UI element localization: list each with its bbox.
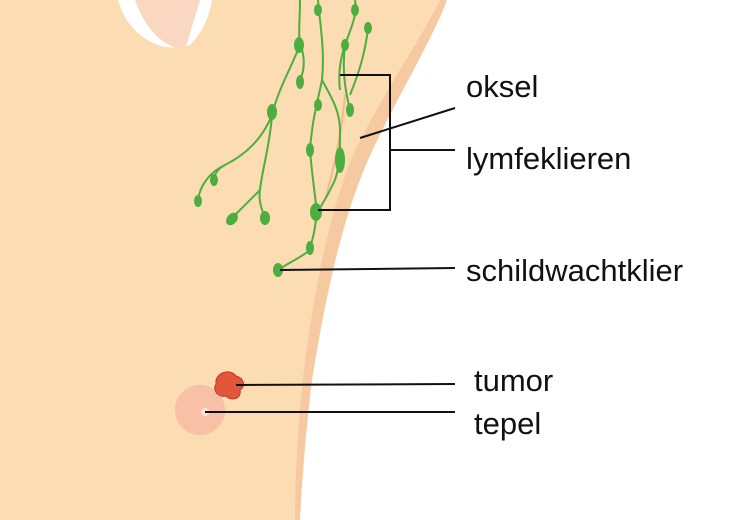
- label-nipple: tepel: [474, 408, 541, 439]
- tumor-pointer-line: [236, 384, 455, 385]
- label-tumor: tumor: [474, 365, 553, 396]
- label-lymph-nodes: lymfeklieren: [466, 143, 631, 174]
- label-axilla: oksel: [466, 71, 538, 102]
- label-sentinel-node: schildwachtklier: [466, 255, 683, 286]
- torso-skin: [0, 0, 440, 520]
